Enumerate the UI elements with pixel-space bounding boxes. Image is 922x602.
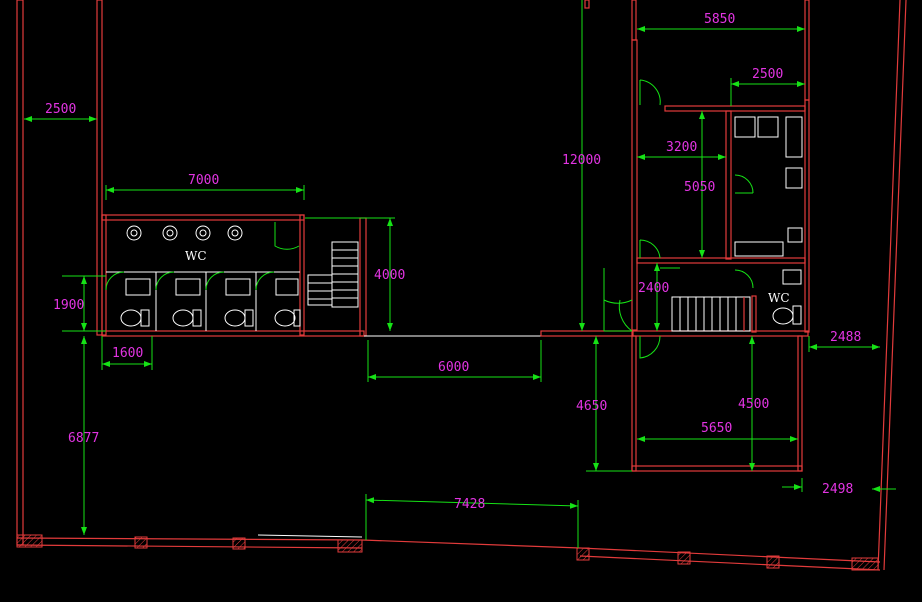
outer-walls <box>16 0 907 571</box>
dim-4000: 4000 <box>374 268 405 283</box>
dim-2400: 2400 <box>638 281 669 296</box>
dim-4500: 4500 <box>738 397 769 412</box>
dim-1900: 1900 <box>53 298 84 313</box>
room-label-wc-left: WC <box>185 249 207 263</box>
dim-5850: 5850 <box>704 12 735 27</box>
dim-3200: 3200 <box>666 140 697 155</box>
stair-left <box>307 241 359 308</box>
dim-4650: 4650 <box>576 399 607 414</box>
dimension-labels: 2500 7000 4000 1900 1600 6000 6877 7428 … <box>45 12 861 512</box>
room-label-wc-right: WC <box>768 291 790 305</box>
dim-12000: 12000 <box>562 153 601 168</box>
dim-5650: 5650 <box>701 421 732 436</box>
right-rooms: WC <box>603 79 810 472</box>
corridor-walls <box>364 39 638 337</box>
dim-5050: 5050 <box>684 180 715 195</box>
dim-2500-left: 2500 <box>45 102 76 117</box>
dim-2500-right: 2500 <box>752 67 783 82</box>
dim-6877: 6877 <box>68 431 99 446</box>
stair-right <box>671 296 751 332</box>
dim-6000: 6000 <box>438 360 469 375</box>
dimension-lines <box>24 0 896 548</box>
dim-2498: 2498 <box>822 482 853 497</box>
dim-7000: 7000 <box>188 173 219 188</box>
dim-7428: 7428 <box>454 497 485 512</box>
toilet-stalls <box>105 271 301 331</box>
dim-1600: 1600 <box>112 346 143 361</box>
wc-block-left: WC <box>101 214 367 337</box>
sinks <box>126 225 243 241</box>
dim-2488: 2488 <box>830 330 861 345</box>
